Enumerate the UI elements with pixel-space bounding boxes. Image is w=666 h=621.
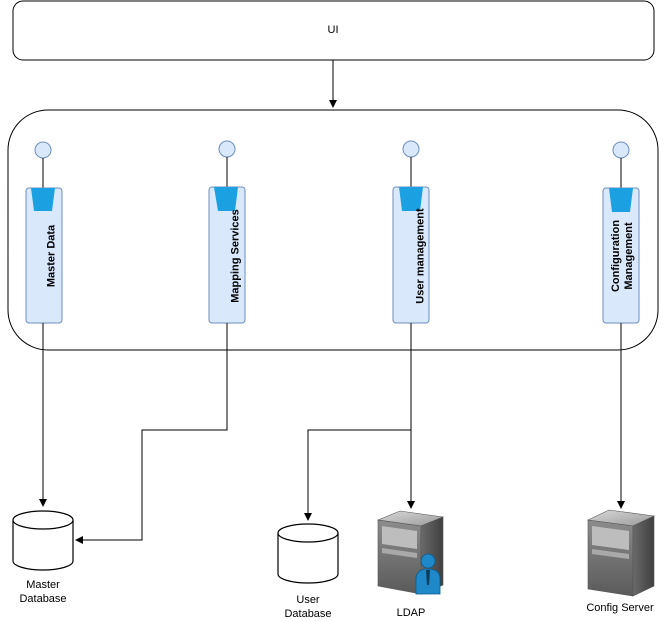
interface-lollipop: [402, 140, 420, 158]
configuration-management-label: Configuration Management: [610, 220, 636, 292]
person-icon: [415, 553, 441, 595]
interface-port-icon: [214, 187, 238, 211]
master-database-label-line2: Database: [19, 593, 67, 605]
interface-port-icon: [609, 188, 633, 212]
configuration-label-line2: Management: [623, 222, 635, 290]
master-data-label: Master Data: [45, 224, 58, 288]
interface-lollipop: [34, 141, 52, 159]
config-server-icon: [586, 509, 656, 597]
interface-port-icon: [399, 187, 423, 211]
user-management-component: [392, 140, 430, 324]
user-database-label-line2: Database: [284, 608, 332, 620]
master-database-label: Master Database: [3, 578, 83, 606]
interface-lollipop: [612, 141, 630, 159]
configuration-management-component: [602, 141, 640, 324]
services-container: [7, 109, 659, 351]
mapping-services-label: Mapping Services: [229, 209, 242, 303]
user-management-label: User management: [414, 208, 427, 304]
interface-lollipop: [218, 140, 236, 158]
user-database-label-line1: User: [296, 594, 320, 606]
ldap-label: LDAP: [396, 607, 426, 619]
mapping-services-component: [208, 140, 246, 324]
master-data-component: [25, 141, 63, 324]
config-server-label: Config Server: [586, 602, 654, 614]
master-database-icon: [12, 510, 74, 571]
master-database-label-line1: Master: [26, 579, 60, 591]
interface-port-icon: [31, 188, 55, 211]
mapping-to-master-db-arrow: [75, 323, 228, 544]
ui-label: UI: [327, 24, 339, 36]
user-mgmt-to-user-db-arrow: [304, 429, 411, 521]
user-database-label: User Database: [268, 593, 348, 621]
configuration-label-line1: Configuration: [610, 219, 622, 293]
ldap-server-icon: [376, 510, 445, 595]
user-database-icon: [277, 523, 339, 584]
